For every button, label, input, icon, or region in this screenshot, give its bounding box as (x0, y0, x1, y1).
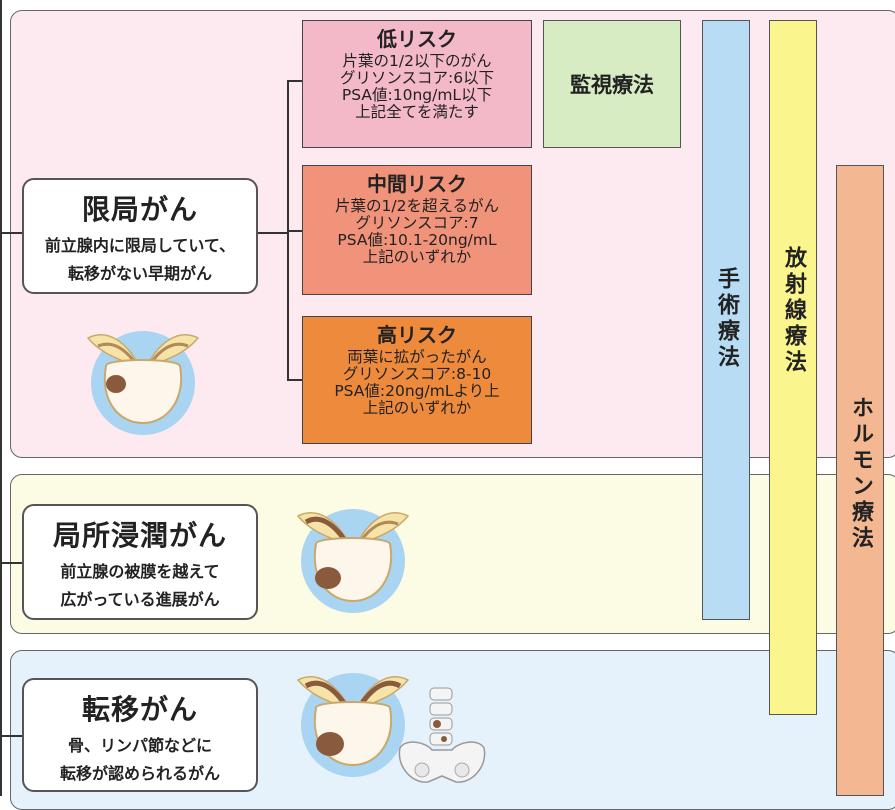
risk-box-intermediate: 中間リスク 片葉の1/2を超えるがん グリソンスコア:7 PSA値:10.1-2… (302, 165, 532, 295)
stage-box-invasive: 局所浸潤がん 前立腺の被膜を越えて 広がっている進展がん (22, 504, 258, 620)
prostate-icon (296, 673, 410, 777)
risk-criterion: PSA値:10.1-20ng/mL (337, 231, 497, 249)
connector-stage-3 (0, 735, 22, 737)
risk-box-high: 高リスク 両葉に拡がったがん グリソンスコア:8-10 PSA値:20ng/mL… (302, 316, 532, 444)
connector-to-risks (258, 232, 288, 234)
treatment-monitoring: 監視療法 (543, 20, 681, 148)
risk-box-low: 低リスク 片葉の1/2以下のがん グリソンスコア:6以下 PSA値:10ng/m… (302, 20, 532, 148)
risk-criterion: 上記のいずれか (362, 248, 472, 266)
risk-branch-mid (287, 230, 302, 232)
stage-box-localized: 限局がん 前立腺内に限局していて、 転移がない早期がん (22, 178, 258, 294)
stage-box-metastatic: 転移がん 骨、リンパ節などに 転移が認められるがん (22, 678, 258, 792)
risk-criterion: グリソンスコア:6以下 (339, 69, 495, 87)
risk-criterion: 片葉の1/2以下のがん (342, 52, 492, 70)
risk-title: 中間リスク (367, 172, 467, 196)
treatment-radiation-bar: 放射線療法 (769, 20, 817, 715)
stage-title: 局所浸潤がん (52, 519, 227, 552)
risk-title: 高リスク (377, 323, 457, 347)
risk-title: 低リスク (377, 27, 457, 51)
treatment-label: 放射線療法 (781, 246, 806, 376)
treatment-label: 手術療法 (714, 267, 739, 371)
connector-stage-2 (0, 562, 22, 564)
risk-criterion: グリソンスコア:7 (355, 214, 479, 232)
left-spine-line (0, 0, 2, 796)
stage-title: 限局がん (81, 193, 198, 226)
risk-criterion: 両葉に拡がったがん (347, 348, 487, 366)
risk-criterion: 片葉の1/2を超えるがん (335, 197, 499, 215)
prostate-icon (296, 509, 410, 613)
stage-description: 骨、リンパ節などに 転移が認められるがん (59, 736, 220, 783)
risk-criterion: PSA値:20ng/mLより上 (334, 382, 500, 400)
treatment-label: ホルモン療法 (848, 396, 873, 552)
pelvis-spine-icon (398, 687, 486, 783)
risk-branch-high (287, 379, 302, 381)
treatment-surgery-bar: 手術療法 (702, 20, 750, 620)
risk-criterion: グリソンスコア:8-10 (342, 365, 492, 383)
risk-criterion: 上記全てを満たす (355, 103, 479, 121)
treatment-hormone-bar: ホルモン療法 (836, 165, 884, 796)
stage-description: 前立腺内に限局していて、 転移がない早期がん (44, 236, 236, 283)
treatment-label: 監視療法 (570, 73, 654, 97)
connector-stage-1 (0, 232, 22, 234)
risk-criterion: PSA値:10ng/mL以下 (341, 86, 493, 104)
prostate-icon (86, 331, 200, 435)
stage-title: 転移がん (81, 693, 198, 726)
risk-branch-low (287, 80, 302, 82)
stage-description: 前立腺の被膜を越えて 広がっている進展がん (60, 562, 220, 609)
risk-criterion: 上記のいずれか (362, 399, 472, 417)
